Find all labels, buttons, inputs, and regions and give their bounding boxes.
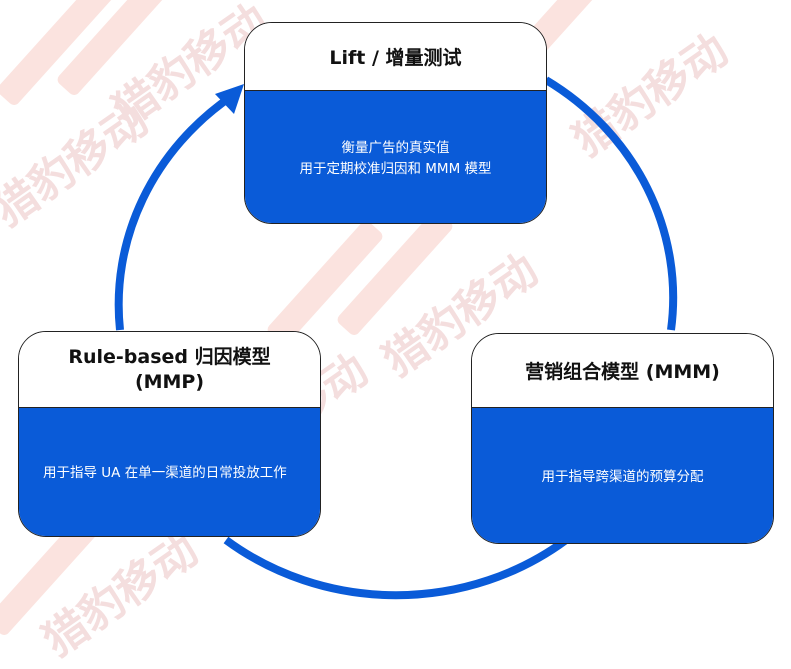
card-rule-based-body: 用于指导 UA 在单一渠道的日常投放工作 xyxy=(19,408,320,536)
card-rule-based-header: Rule-based 归因模型 (MMP) xyxy=(19,332,320,408)
ring-arc-bottom xyxy=(223,536,569,600)
card-mmm-title: 营销组合模型 (MMM) xyxy=(472,334,773,408)
card-lift-test-title: Lift / 增量测试 xyxy=(245,23,546,91)
card-rule-based-subtitle: (MMP) xyxy=(134,370,205,393)
ring-arc-right xyxy=(543,76,678,331)
card-mmm: 营销组合模型 (MMM) 用于指导跨渠道的预算分配 xyxy=(471,333,774,544)
ring-arc-left xyxy=(114,92,235,331)
card-mmm-text: 用于指导跨渠道的预算分配 xyxy=(541,468,704,485)
card-lift-test-body: 衡量广告的真实值 用于定期校准归因和 MMM 模型 xyxy=(245,91,546,223)
card-rule-based: Rule-based 归因模型 (MMP) 用于指导 UA 在单一渠道的日常投放… xyxy=(18,331,321,537)
arrowhead-icon xyxy=(215,84,244,114)
card-rule-based-title: Rule-based 归因模型 xyxy=(68,345,271,368)
card-lift-test-line-1: 衡量广告的真实值 xyxy=(341,139,450,156)
card-rule-based-text: 用于指导 UA 在单一渠道的日常投放工作 xyxy=(43,465,287,481)
card-lift-test-line-2: 用于定期校准归因和 MMM 模型 xyxy=(299,160,492,177)
cycle-ring xyxy=(114,76,678,600)
card-mmm-body: 用于指导跨渠道的预算分配 xyxy=(472,408,773,543)
card-lift-test: Lift / 增量测试 衡量广告的真实值 用于定期校准归因和 MMM 模型 xyxy=(244,22,547,224)
